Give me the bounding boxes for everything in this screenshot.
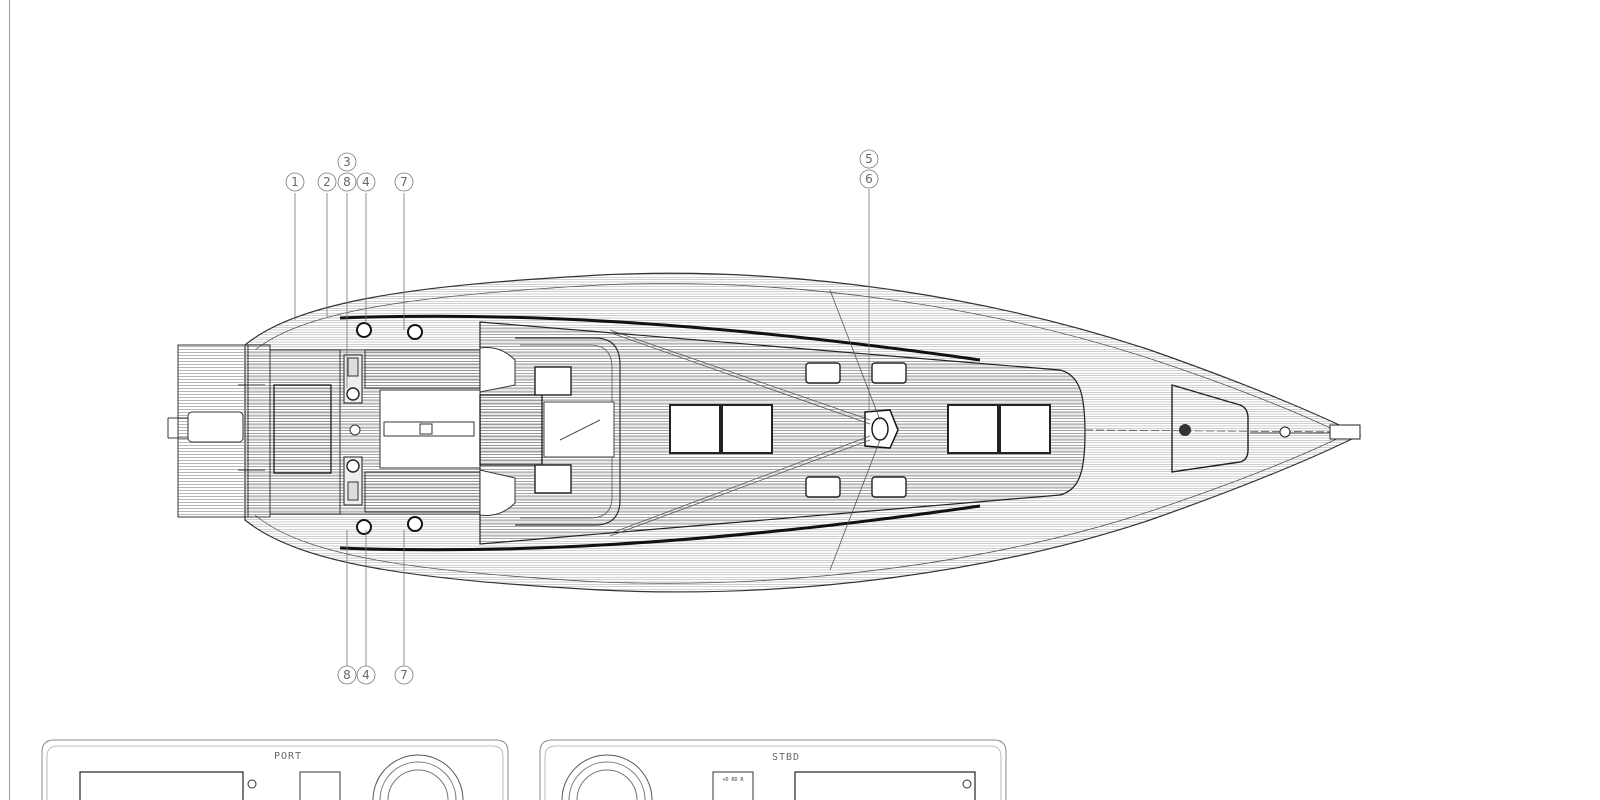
mast-base bbox=[864, 409, 899, 449]
callout-8: 8 bbox=[343, 175, 351, 189]
callout-4-bottom: 4 bbox=[362, 668, 370, 682]
callout-1: 1 bbox=[291, 175, 299, 189]
running-rigging bbox=[609, 289, 1351, 571]
callout-4: 4 bbox=[362, 175, 370, 189]
callout-5: 5 bbox=[865, 152, 873, 166]
helm-stations bbox=[343, 354, 363, 506]
cockpit-table bbox=[379, 389, 481, 469]
stbd-instrument-panel: STBD +D RD R bbox=[539, 739, 1007, 800]
stbd-switch-labels: +D RD R bbox=[722, 777, 744, 783]
callout-3: 3 bbox=[343, 155, 351, 169]
hatches bbox=[534, 362, 1051, 498]
swim-platform bbox=[167, 344, 265, 518]
callouts-top bbox=[285, 149, 879, 412]
stbd-panel-title: STBD bbox=[772, 752, 800, 763]
coachroof bbox=[479, 321, 1086, 545]
callout-6: 6 bbox=[865, 172, 873, 186]
anchor-locker bbox=[1171, 384, 1361, 473]
callout-labels-bottom: 8 4 7 bbox=[343, 668, 408, 682]
port-panel-title: PORT bbox=[274, 751, 302, 762]
port-instrument-panel: PORT bbox=[41, 739, 509, 800]
drawing-frame-border bbox=[9, 0, 10, 800]
callout-8-bottom: 8 bbox=[343, 668, 351, 682]
toe-rails bbox=[339, 314, 981, 552]
callouts-bottom bbox=[337, 530, 414, 685]
callout-labels-top: 3 1 2 8 4 7 5 6 bbox=[291, 152, 873, 189]
callout-2: 2 bbox=[323, 175, 331, 189]
companionway bbox=[515, 337, 621, 526]
cockpit-seats bbox=[364, 347, 543, 516]
winches bbox=[356, 322, 423, 535]
callout-7-bottom: 7 bbox=[400, 668, 408, 682]
callout-7: 7 bbox=[400, 175, 408, 189]
